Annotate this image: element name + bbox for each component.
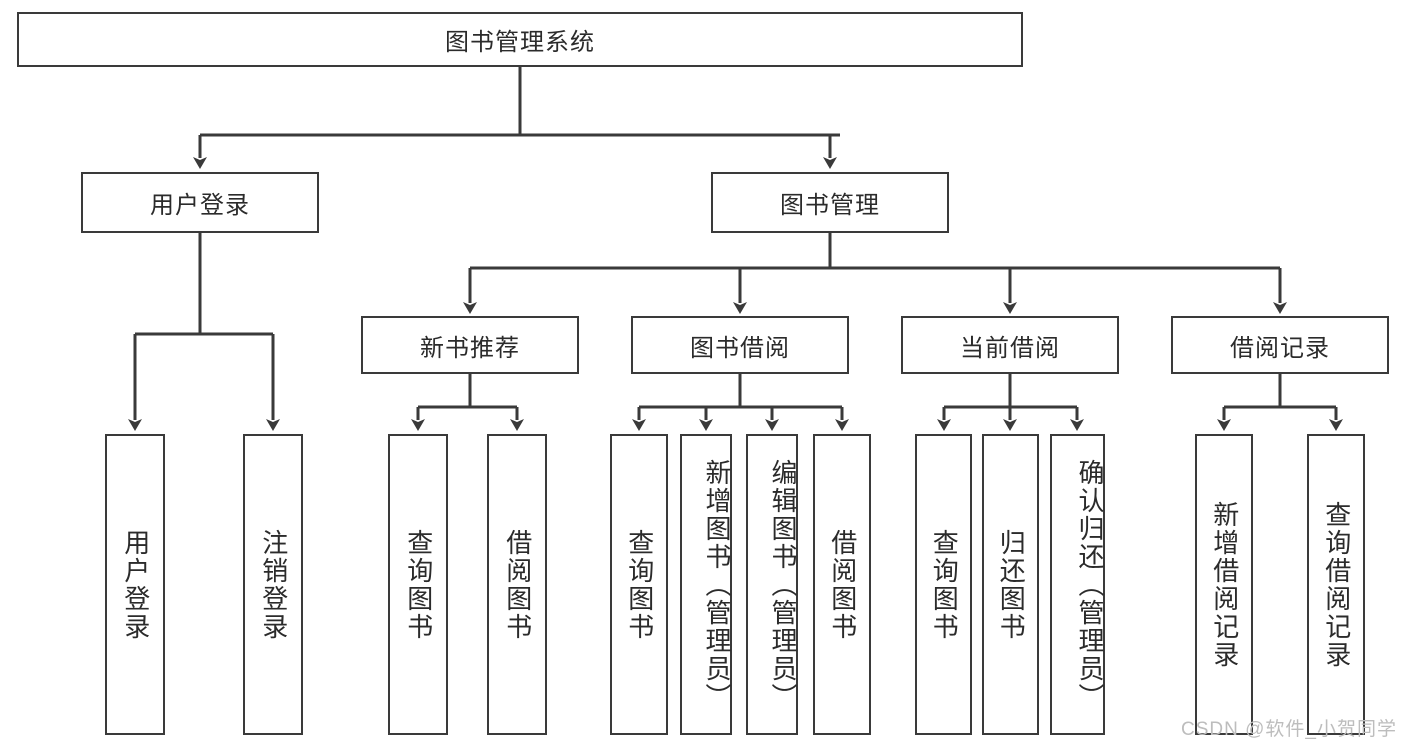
- node-leaf-borrow-book-2[interactable]: 借阅图书: [813, 434, 871, 735]
- node-root[interactable]: 图书管理系统: [17, 12, 1023, 67]
- watermark-text: CSDN @软件_小贺同学: [1181, 719, 1397, 740]
- node-root-label: 图书管理系统: [445, 29, 595, 56]
- node-leaf-return-book-label: 归还图书: [996, 528, 1027, 641]
- node-current-borrow[interactable]: 当前借阅: [901, 316, 1119, 374]
- node-leaf-borrow-book-2-label: 借阅图书: [827, 528, 858, 641]
- node-leaf-add-book[interactable]: 新增图书（管理员）: [680, 434, 732, 735]
- node-user-login[interactable]: 用户登录: [81, 172, 319, 233]
- node-leaf-query-book-1[interactable]: 查询图书: [388, 434, 448, 735]
- node-leaf-edit-book[interactable]: 编辑图书（管理员）: [746, 434, 798, 735]
- node-leaf-logout-label: 注销登录: [258, 528, 289, 641]
- node-book-borrow[interactable]: 图书借阅: [631, 316, 849, 374]
- node-new-book-rec-label: 新书推荐: [420, 334, 520, 362]
- node-leaf-add-record-label: 新增借阅记录: [1209, 500, 1240, 669]
- node-book-borrow-label: 图书借阅: [690, 334, 790, 362]
- node-leaf-query-record[interactable]: 查询借阅记录: [1307, 434, 1365, 735]
- node-leaf-query-book-2-label: 查询图书: [624, 528, 655, 641]
- node-leaf-borrow-book-1-label: 借阅图书: [502, 528, 533, 641]
- node-leaf-edit-book-label: 编辑图书（管理员）: [768, 458, 798, 711]
- node-leaf-query-book-1-label: 查询图书: [403, 528, 434, 641]
- node-book-manage-label: 图书管理: [780, 192, 880, 219]
- node-new-book-rec[interactable]: 新书推荐: [361, 316, 579, 374]
- node-leaf-query-record-label: 查询借阅记录: [1321, 500, 1352, 669]
- node-leaf-return-book[interactable]: 归还图书: [982, 434, 1039, 735]
- node-book-manage[interactable]: 图书管理: [711, 172, 949, 233]
- node-borrow-record[interactable]: 借阅记录: [1171, 316, 1389, 374]
- node-leaf-confirm-return[interactable]: 确认归还（管理员）: [1050, 434, 1105, 735]
- node-leaf-add-book-label: 新增图书（管理员）: [702, 458, 732, 711]
- node-user-login-label: 用户登录: [150, 192, 250, 219]
- node-leaf-user-login[interactable]: 用户登录: [105, 434, 165, 735]
- node-leaf-query-book-3-label: 查询图书: [929, 528, 960, 641]
- node-leaf-query-book-2[interactable]: 查询图书: [610, 434, 668, 735]
- node-leaf-user-login-label: 用户登录: [120, 528, 151, 641]
- node-current-borrow-label: 当前借阅: [960, 334, 1060, 362]
- node-leaf-borrow-book-1[interactable]: 借阅图书: [487, 434, 547, 735]
- node-borrow-record-label: 借阅记录: [1230, 334, 1330, 362]
- node-leaf-confirm-return-label: 确认归还（管理员）: [1075, 458, 1105, 711]
- node-leaf-logout[interactable]: 注销登录: [243, 434, 303, 735]
- node-leaf-add-record[interactable]: 新增借阅记录: [1195, 434, 1253, 735]
- node-leaf-query-book-3[interactable]: 查询图书: [915, 434, 972, 735]
